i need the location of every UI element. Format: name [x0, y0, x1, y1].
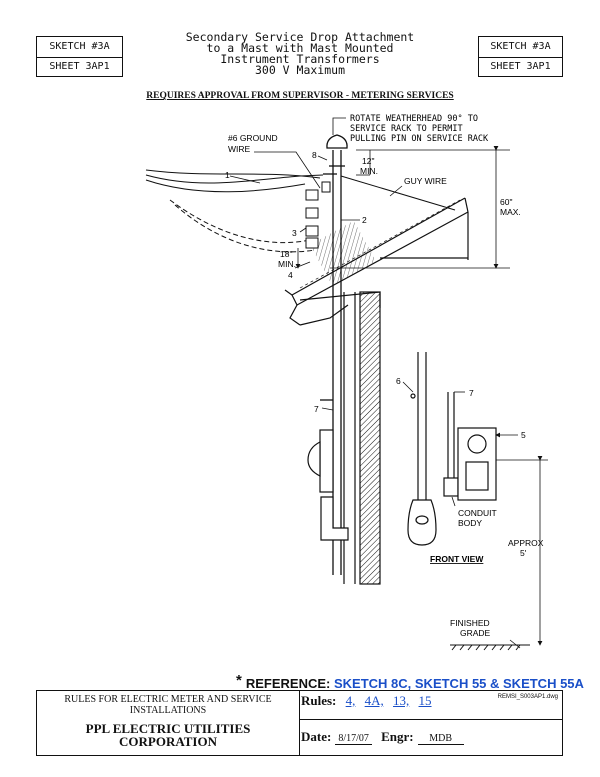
ground-wire-label-2: WIRE — [228, 144, 251, 154]
callout-5: 5 — [521, 430, 526, 440]
ground-wire-label-1: #6 GROUND — [228, 133, 278, 143]
reference-sketches-link[interactable]: SKETCH 8C, SKETCH 55 & SKETCH 55A — [333, 676, 584, 691]
callout-4: 4 — [288, 270, 293, 280]
asterisk-icon: * — [236, 672, 242, 689]
approx-value: 5' — [520, 548, 527, 558]
approx-label: APPROX — [508, 538, 544, 548]
rule-link-15[interactable]: 15 — [418, 693, 432, 708]
sketch-title: Secondary Service Drop Attachment to a M… — [150, 30, 450, 77]
dim-60-value: 60" — [500, 197, 512, 207]
rules-label: Rules: — [301, 693, 337, 708]
shingles — [309, 220, 377, 286]
callout-2: 2 — [362, 215, 367, 225]
dim-18-min: MIN. — [278, 259, 296, 269]
title-line-1: Secondary Service Drop Attachment — [185, 30, 415, 44]
reference-prefix: REFERENCE: — [245, 676, 331, 691]
roof — [284, 197, 469, 326]
title-line-2: to a Mast with Mast Mounted — [206, 41, 394, 55]
sketch-box-right: SKETCH #3A SHEET 3AP1 — [478, 36, 563, 77]
finished-grade-label-1: FINISHED — [450, 618, 490, 628]
rule-link-13[interactable]: 13, — [393, 693, 410, 708]
guy-wire — [340, 175, 456, 211]
engr-value: MDB — [417, 733, 464, 745]
front-view-assembly — [407, 352, 497, 546]
callout-6: 6 — [396, 376, 401, 386]
front-view-label: FRONT VIEW — [430, 554, 484, 564]
reference-line: *REFERENCE: SKETCH 8C, SKETCH 55 & SKETC… — [236, 672, 584, 691]
dim-12-min: MIN. — [360, 166, 378, 176]
finished-grade — [450, 644, 530, 651]
rotate-note-line-2: SERVICE RACK TO PERMIT — [350, 124, 463, 134]
company-name-line-2: CORPORATION — [119, 734, 217, 749]
title-line-3: Instrument Transformers — [220, 52, 380, 66]
sketch-number-left: SKETCH #3A — [49, 41, 110, 52]
dim-60-max: MAX. — [500, 207, 521, 217]
instrument-transformers — [305, 181, 331, 249]
sheet-number-left: SHEET 3AP1 — [49, 61, 110, 72]
approval-requirement: REQUIRES APPROVAL FROM SUPERVISOR - METE… — [146, 91, 454, 101]
rules-list: Rules: 4, 4A, 13, 15 — [301, 693, 432, 709]
title-block-left: RULES FOR ELECTRIC METER AND SERVICE INS… — [37, 691, 300, 755]
rotate-note-line-3: PULLING PIN ON SERVICE RACK — [350, 134, 489, 144]
service-drop-wires — [145, 169, 324, 253]
leader-lines — [229, 117, 521, 649]
callout-8: 8 — [312, 150, 317, 160]
dim-12-value: 12" — [362, 156, 374, 166]
company-name-line-1: PPL ELECTRIC UTILITIES — [85, 721, 251, 736]
guy-wire-label: GUY WIRE — [404, 176, 447, 186]
dim-18-value: 18" — [280, 249, 292, 259]
conduit-body-label-1: CONDUIT — [458, 508, 497, 518]
rotate-note-line-1: ROTATE WEATHERHEAD 90° TO — [350, 114, 478, 124]
date-value: 8/17/07 — [335, 733, 372, 745]
company-name: PPL ELECTRIC UTILITIES CORPORATION — [37, 722, 299, 748]
drawing-file-name: REMSI_S003AP1.dwg — [497, 694, 558, 700]
conduit-body-label-2: BODY — [458, 518, 482, 528]
date-engineer-row: Date:8/17/07 Engr:MDB — [301, 729, 470, 745]
rules-heading: RULES FOR ELECTRIC METER AND SERVICE INS… — [64, 694, 272, 716]
callout-7-side: 7 — [314, 404, 319, 414]
dimensions — [295, 146, 548, 646]
callout-1: 1 — [225, 170, 230, 180]
callout-7-front: 7 — [469, 388, 474, 398]
engr-label: Engr: — [381, 729, 414, 744]
finished-grade-label-2: GRADE — [460, 628, 491, 638]
title-block: RULES FOR ELECTRIC METER AND SERVICE INS… — [36, 690, 563, 756]
date-label: Date: — [301, 729, 332, 744]
rule-link-4a[interactable]: 4A, — [364, 693, 384, 708]
rule-link-4[interactable]: 4, — [345, 693, 356, 708]
sketch-box-left: SKETCH #3A SHEET 3AP1 — [36, 36, 123, 77]
meter-side-view — [307, 429, 349, 541]
sketch-number-right: SKETCH #3A — [490, 41, 551, 52]
title-line-4: 300 V Maximum — [254, 63, 345, 77]
sheet-number-right: SHEET 3AP1 — [490, 61, 551, 72]
callout-3: 3 — [292, 228, 297, 238]
